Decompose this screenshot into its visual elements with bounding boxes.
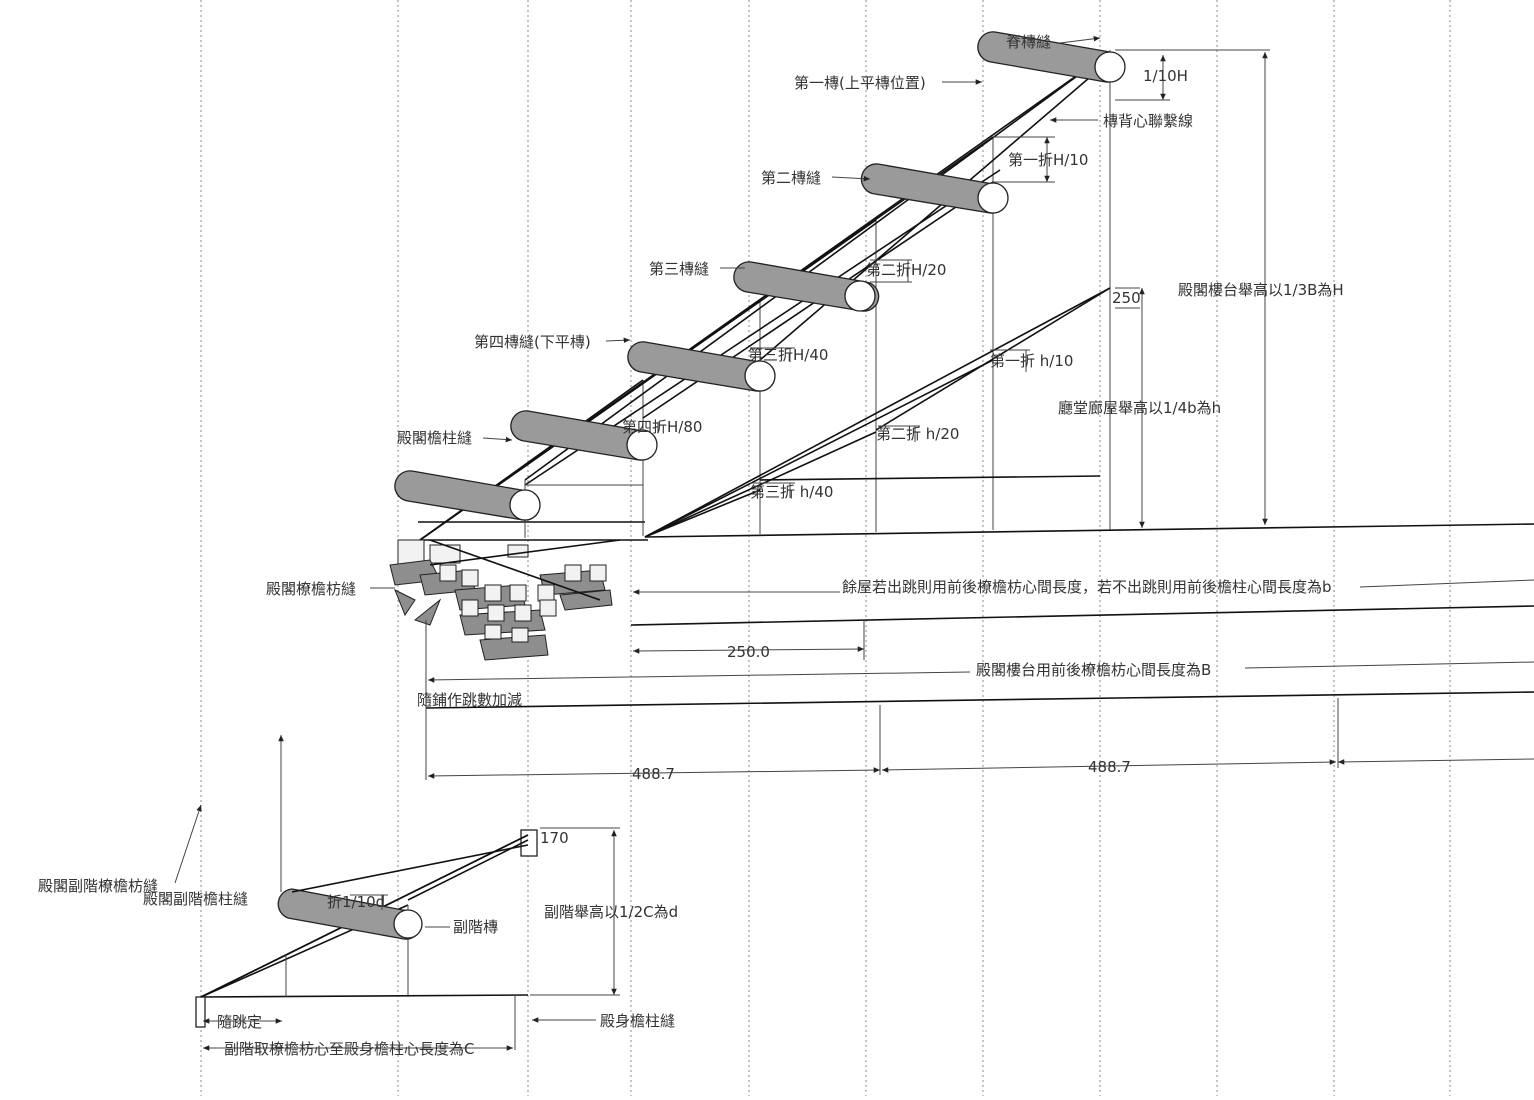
label-dim-488a: 488.7 <box>632 765 675 783</box>
label-dim-250: 250.0 <box>727 643 770 661</box>
leader-arrows <box>174 36 1101 1023</box>
text-labels: 脊槫縫 第一槫(上平槫位置) 槫背心聯繫線 第二槫縫 第三槫縫 第四槫縫(下平槫… <box>38 33 1344 1058</box>
label-aux-height: 副階舉高以1/2C為d <box>544 903 678 921</box>
purlin-eave-column <box>510 410 658 461</box>
label-purlin4: 第四槫縫(下平槫) <box>474 333 591 351</box>
label-fold2-h20: 第二折 h/20 <box>876 425 959 443</box>
label-fold2-H20: 第二折H/20 <box>866 261 946 279</box>
purlin-ridge <box>977 31 1126 83</box>
label-follow-jump: 隨跳定 <box>217 1013 262 1031</box>
dimension-lines <box>203 49 1534 1051</box>
purlin-fang <box>394 470 541 521</box>
label-hall-eave-column: 殿閣檐柱縫 <box>397 429 472 447</box>
label-purlin2: 第二槫縫 <box>761 169 821 187</box>
label-bracket-note: 隨鋪作跳數加減 <box>417 691 522 709</box>
purlins <box>394 31 1126 521</box>
label-dim-488b: 488.7 <box>1088 758 1131 776</box>
base-lines <box>418 50 1534 709</box>
label-ridge: 脊槫縫 <box>1006 33 1051 51</box>
label-fold3-h40: 第三折 h/40 <box>750 483 833 501</box>
label-250-top: 250 <box>1112 289 1141 307</box>
label-aux-fold: 折1/10d <box>327 893 385 911</box>
purlin-3 <box>733 261 880 312</box>
bracket-set <box>389 539 621 661</box>
label-purlin3: 第三槫縫 <box>649 260 709 278</box>
purlin-aux <box>277 888 423 940</box>
label-B-definition: 殿閣樓台用前後橑檐枋心間長度為B <box>976 661 1211 679</box>
label-fold1-H10: 第一折H/10 <box>1008 151 1088 169</box>
label-main-column: 殿身檐柱縫 <box>600 1012 675 1030</box>
label-hall-height: 殿閣樓台舉高以1/3B為H <box>1178 281 1344 299</box>
label-1-10H: 1/10H <box>1143 67 1188 85</box>
label-aux-fang: 殿閣副階橑檐枋縫 <box>38 877 158 895</box>
label-b-definition: 餘屋若出跳則用前後橑檐枋心間長度，若不出跳則用前後檐柱心間長度為b <box>842 578 1332 596</box>
label-aux-purlin: 副階槫 <box>453 918 498 936</box>
roof-slope-lines <box>419 51 1111 541</box>
label-aux-column: 殿閣副階檐柱縫 <box>143 890 248 908</box>
label-fold1-h10: 第一折 h/10 <box>990 352 1073 370</box>
purlin-2 <box>860 163 1009 214</box>
aux-section <box>195 829 538 1050</box>
label-hall-purlin-fang: 殿閣橑檐枋縫 <box>266 580 356 598</box>
label-corridor-height: 廳堂廊屋舉高以1/4b為h <box>1058 399 1221 417</box>
label-purlin1: 第一槫(上平槫位置) <box>794 74 926 92</box>
purlin-4 <box>627 341 776 392</box>
label-aux-top: 170 <box>540 829 569 847</box>
label-fold3-H40: 第三折H/40 <box>748 346 828 364</box>
label-purlin-back-line: 槫背心聯繫線 <box>1103 112 1193 130</box>
label-C-definition: 副階取橑檐枋心至殿身檐柱心長度為C <box>224 1040 474 1058</box>
label-fold4-H80: 第四折H/80 <box>622 418 702 436</box>
